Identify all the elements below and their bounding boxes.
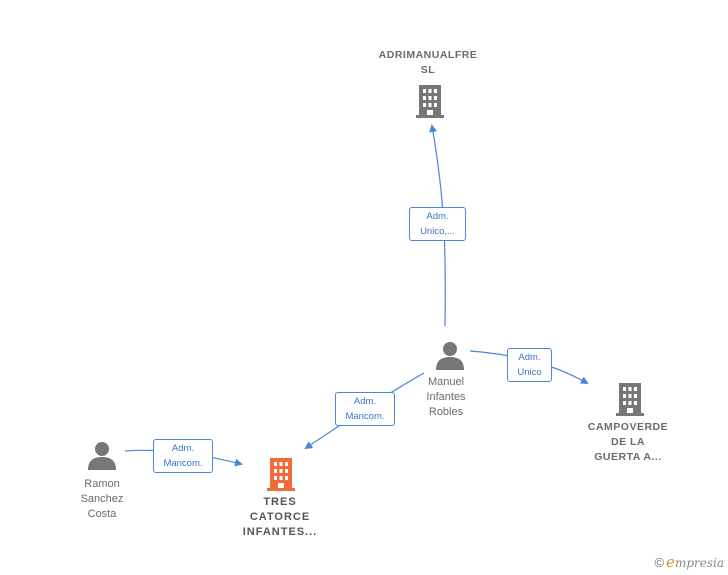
person-icon[interactable]: [435, 341, 465, 371]
node-label-tres-catorce[interactable]: TRES CATORCE INFANTES...: [242, 496, 318, 538]
node-label-adrimanualfre[interactable]: ADRIMANUALFRE SL: [378, 49, 478, 76]
brand-watermark: ©empresia: [654, 553, 724, 571]
edge-label-adm-mancom-manuel[interactable]: Adm. Mancom.: [335, 392, 395, 426]
person-icon[interactable]: [87, 441, 117, 471]
brand-logo-text: mpresia: [674, 556, 724, 570]
building-icon[interactable]: [414, 83, 446, 119]
edge-label-adm-unico-campoverde[interactable]: Adm. Unico: [507, 348, 552, 382]
building-icon[interactable]: [265, 456, 297, 492]
copyright-symbol: ©: [654, 555, 665, 570]
edge-label-adm-unico-adrimanualfre[interactable]: Adm. Unico,...: [409, 207, 466, 241]
node-label-campoverde[interactable]: CAMPOVERDE DE LA GUERTA A...: [587, 421, 669, 463]
building-icon[interactable]: [614, 381, 646, 417]
brand-logo-letter: e: [666, 553, 675, 571]
node-label-manuel[interactable]: Manuel Infantes Robles: [426, 376, 466, 418]
edge-label-adm-mancom-ramon[interactable]: Adm. Mancom.: [153, 439, 213, 473]
node-label-ramon[interactable]: Ramon Sanchez Costa: [80, 478, 124, 520]
